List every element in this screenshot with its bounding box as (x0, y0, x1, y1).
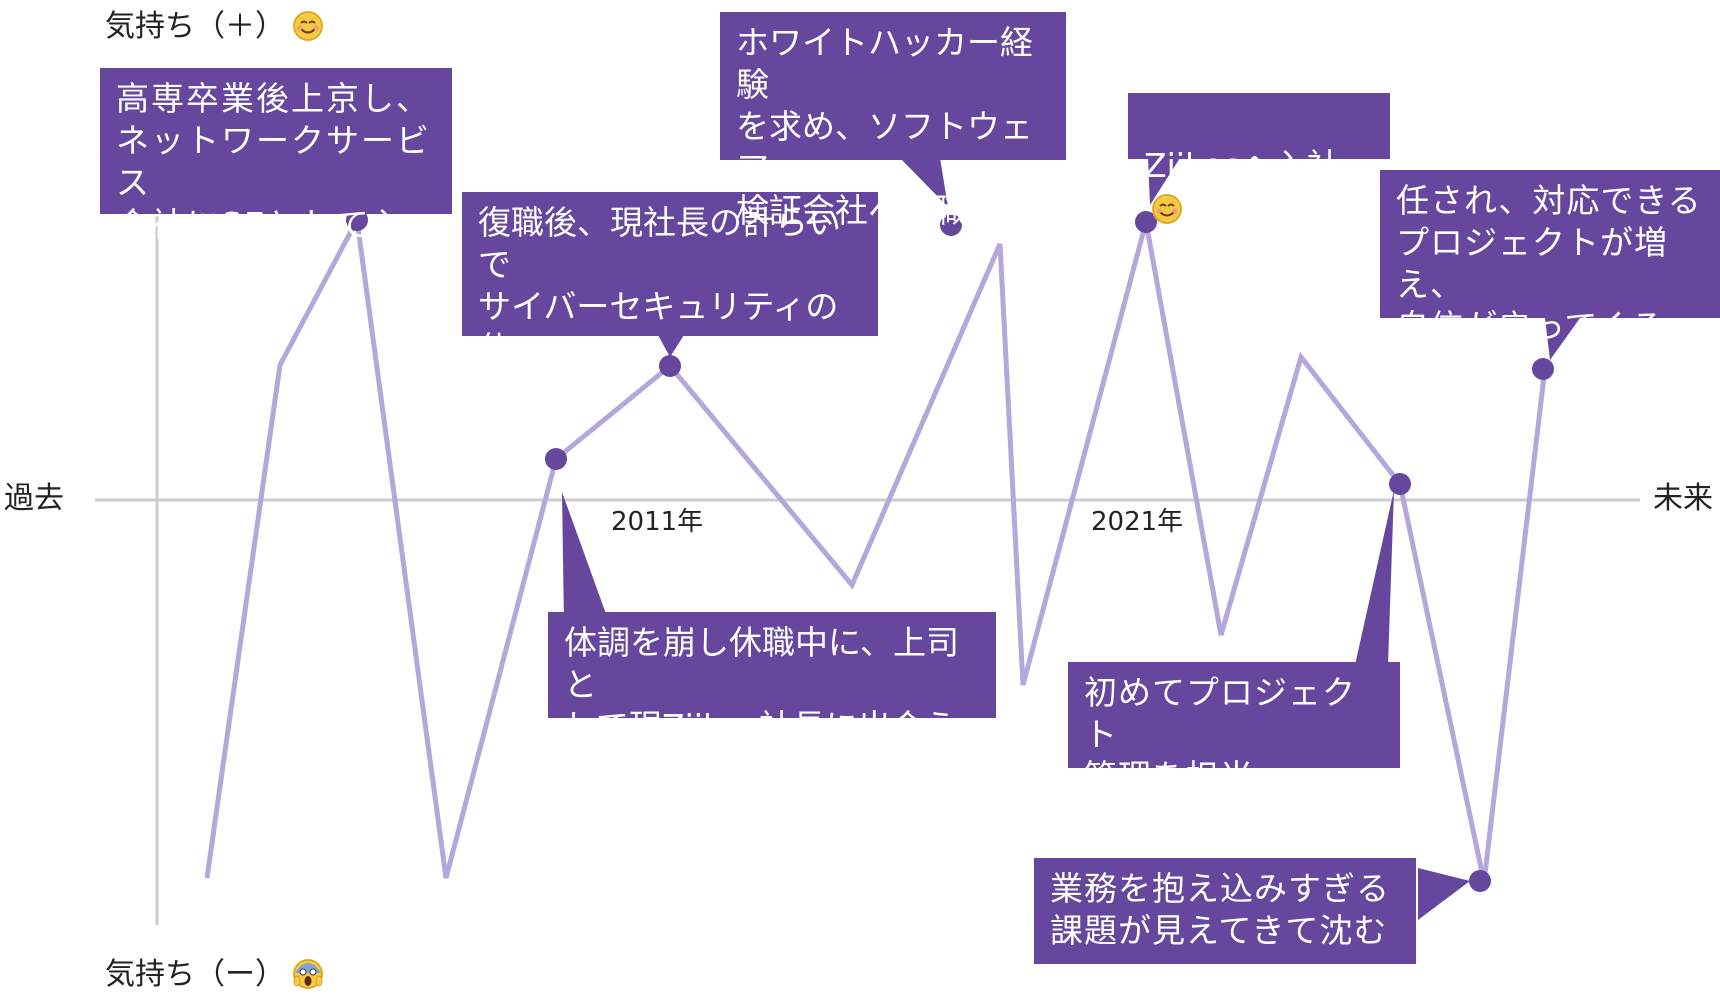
year-2011-label: 2011年 (611, 507, 704, 537)
callout-a1: 高専卒業後上京し、 ネットワークサービス 会社にSEとして入社 (100, 68, 452, 286)
callout-a4: ホワイトハッカー経験 を求め、ソフトウェア 検証会社へ転職 (720, 12, 1066, 230)
mood-minus-text: 気持ち（ー） (105, 957, 285, 992)
point-a4 (940, 214, 962, 236)
point-a1 (346, 209, 368, 231)
point-a6 (1389, 473, 1411, 495)
callout-tail-a5 (1148, 158, 1180, 205)
callout-a5: Ziikasへ入社 (1128, 93, 1390, 224)
point-a3 (659, 355, 681, 377)
callout-tail-a8 (1545, 318, 1580, 360)
point-a7 (1469, 870, 1491, 892)
mood-minus-label: 気持ち（ー） (105, 958, 323, 992)
callout-tail-a6 (1355, 490, 1394, 665)
past-label: 過去 (4, 481, 64, 516)
callout-a3: 復職後、現社長の計らいで サイバーセキュリティの仕 事に挑戦 (462, 192, 878, 410)
emotion-line (204, 211, 1548, 883)
smiling-face-emoji-icon (293, 11, 323, 41)
callout-a7: 業務を抱え込みすぎる 課題が見えてきて沈む (1034, 858, 1416, 964)
callout-a8: 任され、対応できる プロジェクトが増え、 自信が戻ってくる (1380, 170, 1720, 346)
point-a5 (1135, 211, 1157, 233)
year-2021-label: 2021年 (1091, 507, 1184, 537)
screaming-face-emoji-icon (293, 959, 323, 989)
callout-tail-a4 (900, 158, 948, 207)
callout-tail-a3 (658, 335, 684, 357)
point-a2 (545, 448, 567, 470)
callout-tail-a2 (562, 492, 610, 625)
callout-a2: 体調を崩し休職中に、上司と して現Ziikas社長に出会う (548, 612, 996, 746)
smiling-face-emoji-icon (1152, 194, 1182, 224)
mood-plus-label: 気持ち（＋） (105, 10, 323, 44)
callout-a5-text: Ziikasへ入社 (1144, 146, 1340, 185)
callout-a6: 初めてプロジェクト 管理を担当 (1068, 662, 1400, 796)
future-label: 未来 (1653, 481, 1713, 516)
point-a8 (1532, 358, 1554, 380)
mood-plus-text: 気持ち（＋） (105, 9, 285, 44)
callout-tail-a7 (1418, 868, 1470, 920)
